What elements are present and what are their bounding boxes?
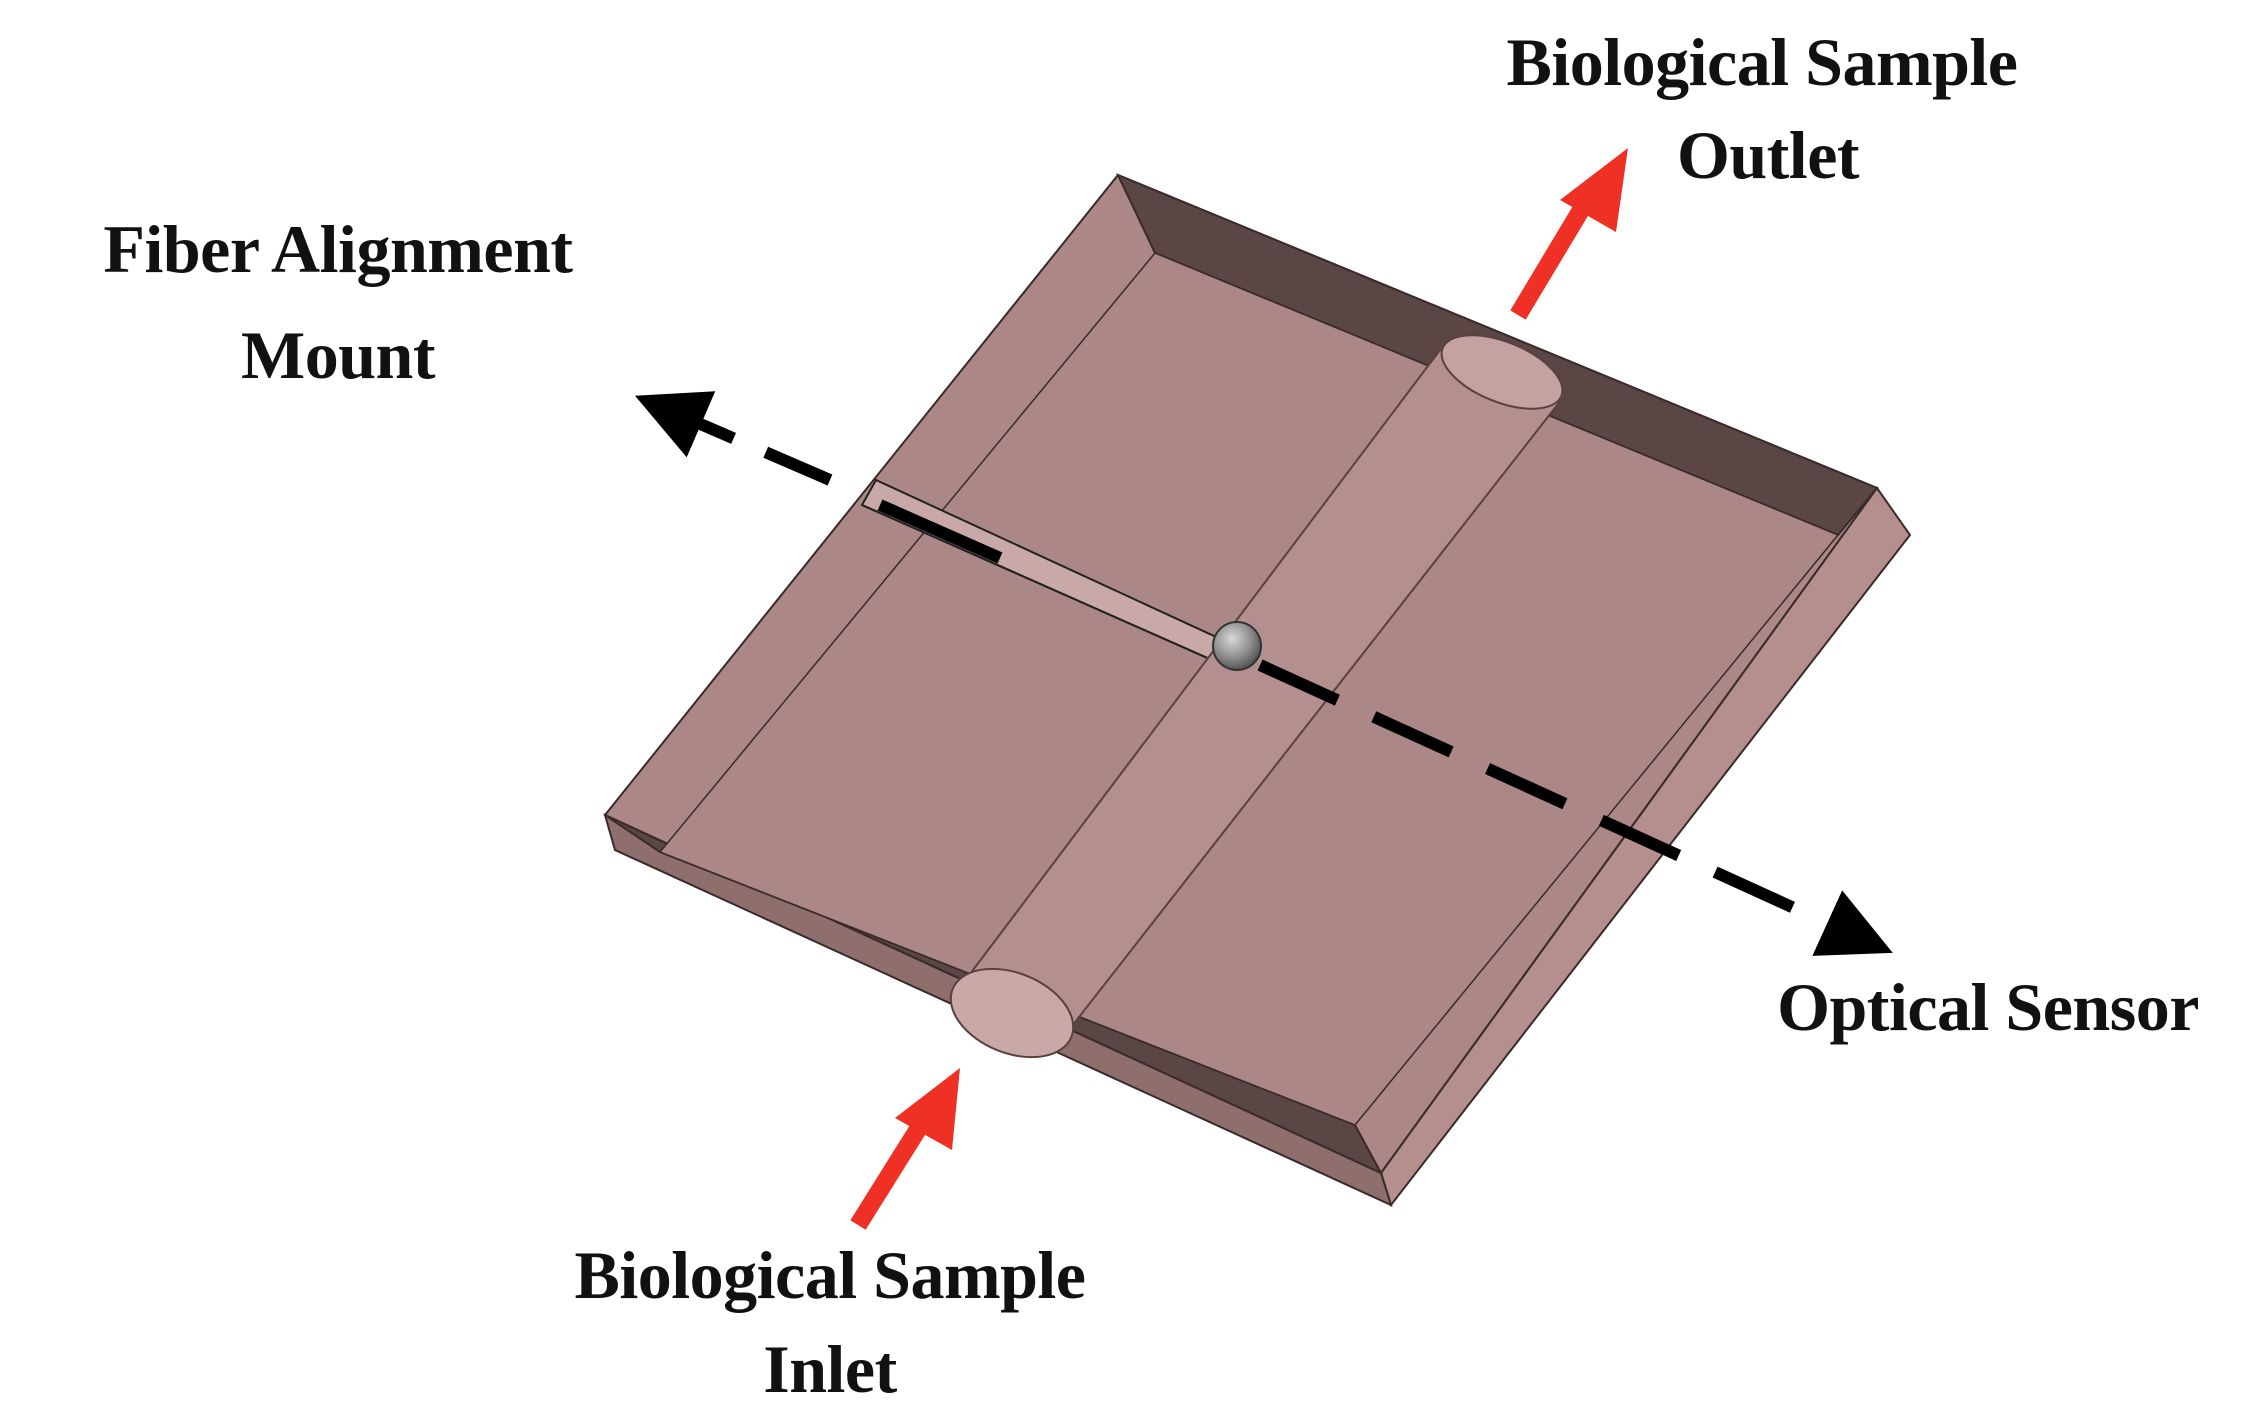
- inlet-flow-arrow: [850, 1068, 960, 1230]
- fluid-channel: [949, 334, 1567, 1059]
- optical-path-to-sensor: [1257, 659, 1893, 956]
- fiber-label-line2: Mount: [241, 317, 436, 393]
- optical-path-to-fiber-mount: [634, 391, 833, 486]
- outlet-label-line1: Biological Sample: [1507, 24, 2018, 100]
- outlet-label-line2: Outlet: [1677, 117, 1860, 193]
- sensor-ball: [1212, 621, 1262, 671]
- channel-inlet-opening: [949, 967, 1075, 1059]
- channel-outlet-end: [1440, 334, 1564, 410]
- fiber-label-line1: Fiber Alignment: [103, 211, 573, 287]
- sensor-label: Optical Sensor: [1777, 969, 2199, 1045]
- inlet-label-line1: Biological Sample: [575, 1237, 1086, 1313]
- outlet-flow-arrow: [1510, 148, 1628, 320]
- optical-path: [634, 391, 1893, 956]
- inlet-label-line2: Inlet: [763, 1331, 897, 1404]
